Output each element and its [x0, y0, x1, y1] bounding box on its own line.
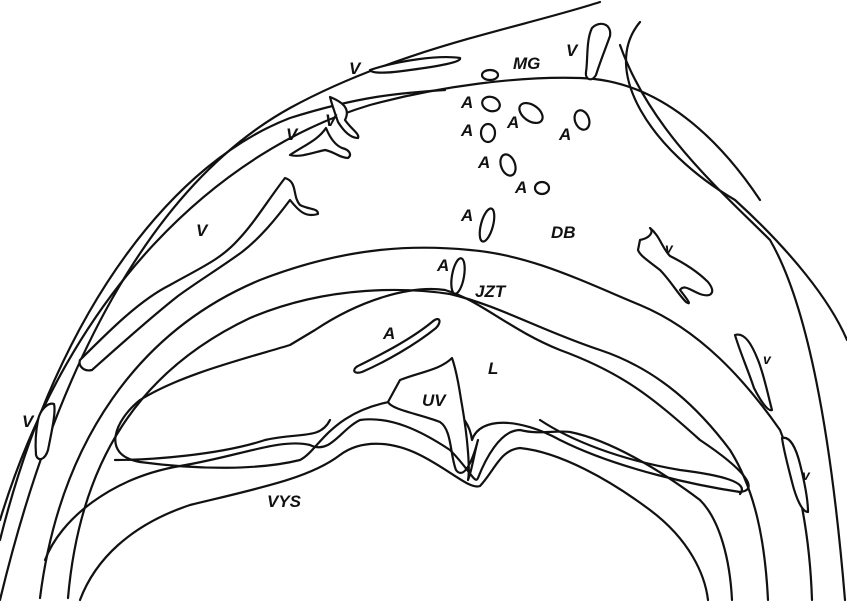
label-vein-1: V — [349, 59, 362, 78]
labyrinth-lower-contour — [115, 420, 330, 460]
vein-6 — [36, 404, 55, 459]
label-vein-8: v — [763, 351, 772, 367]
label-vein-4: V — [325, 111, 338, 130]
label-vys: VYS — [267, 492, 302, 511]
vein-1 — [370, 57, 460, 73]
vein-5 — [80, 178, 318, 370]
artery-9 — [449, 257, 467, 295]
artery-2 — [480, 94, 502, 113]
artery-10 — [354, 319, 439, 373]
artery-8 — [477, 207, 497, 243]
label-l: L — [488, 359, 498, 378]
artery-4 — [572, 108, 592, 132]
label-vein-3: V — [286, 125, 299, 144]
label-vein-5: V — [196, 221, 209, 240]
artery-6 — [498, 152, 519, 177]
vein-8 — [735, 335, 772, 411]
artery-1 — [482, 70, 498, 80]
label-artery-7: A — [460, 206, 473, 225]
label-artery-8: A — [436, 256, 449, 275]
label-uv: UV — [422, 391, 447, 410]
label-mg: MG — [513, 54, 540, 73]
artery-5 — [481, 124, 495, 142]
vein-2 — [586, 24, 610, 79]
label-vein-7: v — [665, 240, 674, 256]
label-vein-9: v — [802, 467, 811, 483]
label-db: DB — [551, 223, 576, 242]
label-artery-5: A — [477, 153, 490, 172]
visceral-yolk-sac-outer — [45, 419, 732, 600]
label-artery-9: A — [382, 324, 395, 343]
label-artery-1: A — [460, 93, 473, 112]
right-outer-curve — [626, 22, 847, 340]
right-wall-curve — [620, 45, 845, 600]
label-vein-2: V — [566, 41, 579, 60]
artery-3 — [516, 99, 546, 127]
label-artery-2: A — [506, 113, 519, 132]
label-jzt: JZT — [475, 282, 507, 301]
label-artery-4: A — [460, 121, 473, 140]
label-artery-6: A — [514, 178, 527, 197]
label-artery-3: A — [558, 125, 571, 144]
vein-7 — [638, 228, 712, 303]
artery-7 — [535, 182, 549, 194]
label-vein-6: V — [22, 412, 35, 431]
